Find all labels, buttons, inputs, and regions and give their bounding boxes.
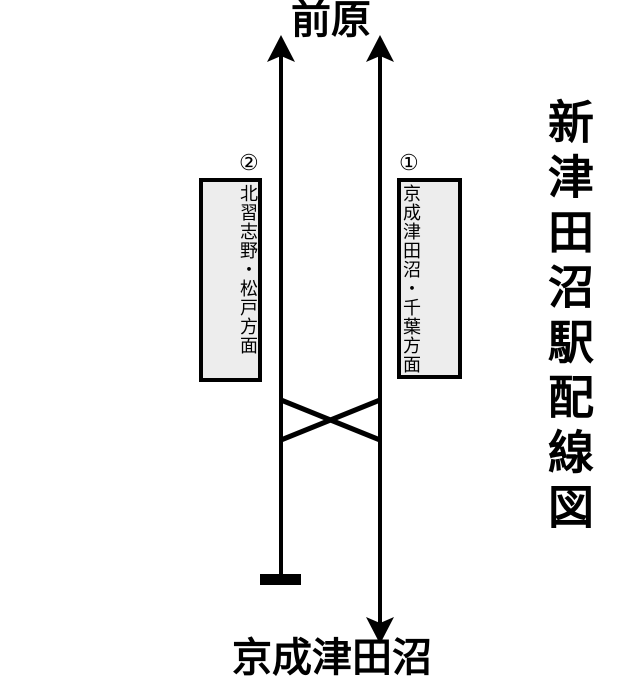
bottom-station-label: 京成津田沼 <box>232 636 432 680</box>
platform-2-destination-label: 北習志野・松戸方面 <box>238 184 258 355</box>
crossover-line-b <box>280 397 381 443</box>
platform-1-destination-label: 京成津田沼・千葉方面 <box>401 184 421 374</box>
right-track-up-arrow-icon <box>366 35 394 62</box>
right-track-down-arrow-icon <box>366 617 394 644</box>
platform-2-number: ② <box>239 150 259 175</box>
diagram-title: 新津田沼駅配線図 <box>542 98 594 538</box>
left-track-buffer-stop <box>260 574 301 585</box>
platform-2-box: 北習志野・松戸方面 <box>199 178 262 382</box>
top-station-label: 前原 <box>291 0 371 42</box>
platform-1-number: ① <box>399 150 419 175</box>
platform-1-box: 京成津田沼・千葉方面 <box>397 178 462 379</box>
left-track-up-arrow-icon <box>267 35 295 62</box>
